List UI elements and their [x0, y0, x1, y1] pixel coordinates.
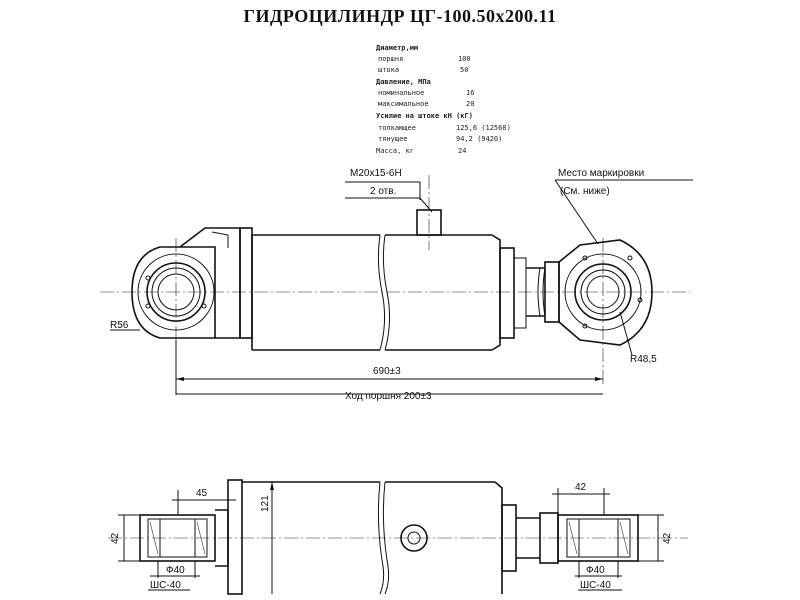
spec-piston-label: поршня	[378, 55, 404, 63]
marking-leader-arrow	[554, 179, 599, 245]
spec-force-heading: Усилие на штоке кН (кГ)	[376, 112, 473, 120]
spec-max-value: 20	[466, 100, 475, 108]
right-bearing-section	[557, 514, 639, 562]
left-cap-flange	[227, 479, 243, 595]
spec-pull-label: тянущее	[378, 135, 408, 143]
bottom-port	[400, 524, 428, 552]
drawing-title: ГИДРОЦИЛИНДР ЦГ-100.50х200.11	[243, 6, 557, 26]
marking-place-label: Место маркировки	[558, 168, 644, 179]
hydraulic-port	[416, 175, 442, 250]
left-clevis-eye	[131, 227, 241, 360]
r485-leader	[619, 311, 633, 356]
spec-max-label: максимальное	[378, 100, 429, 108]
right-rod-eye	[558, 238, 653, 385]
dim-42-right	[638, 514, 664, 562]
spec-nominal-label: номинальное	[378, 89, 425, 97]
dim-45-label: 45	[196, 488, 208, 499]
spec-pull-value: 94,2 (9420)	[456, 135, 503, 143]
dim-45	[172, 480, 236, 515]
spec-rod-label: штока	[378, 66, 400, 74]
thread-label: M20х15-6H	[350, 168, 402, 179]
dim-121-label: 121	[260, 495, 271, 512]
spec-mass-value: 24	[458, 147, 467, 155]
cylinder-barrel	[251, 234, 492, 351]
bottom-gland-nut	[501, 504, 517, 572]
spec-push-value: 125,6 (12560)	[456, 124, 511, 132]
shs-left-label: ШС-40	[150, 580, 181, 591]
spec-mass-label: Масса, кг	[376, 147, 414, 155]
stroke-label: Ход поршня 200±3	[345, 391, 432, 402]
spec-diameter-heading: Диаметр,мм	[376, 44, 419, 52]
shs-right-label: ШС-40	[580, 580, 611, 591]
dim-42-right-label: 42	[662, 532, 673, 544]
holes-label: 2 отв.	[370, 186, 396, 197]
bottom-barrel	[242, 481, 495, 595]
right-gland	[491, 234, 527, 351]
marking-note-label: (См. ниже)	[560, 186, 610, 197]
spec-rod-value: 50	[460, 66, 469, 74]
spec-piston-value: 100	[458, 55, 471, 63]
spec-nominal-value: 16	[466, 89, 475, 97]
length-dimension	[175, 340, 603, 395]
phi40-right-label: Ф40	[586, 565, 605, 576]
r-left-label: R56	[110, 320, 129, 331]
thread-leader	[345, 181, 433, 213]
r-right-label: R48,5	[630, 354, 657, 365]
dim-121	[270, 482, 274, 594]
dim-42-left-label: 42	[110, 532, 121, 544]
dim-42-top	[552, 488, 610, 515]
length-label: 690±3	[373, 366, 401, 377]
dim-42-left	[118, 514, 140, 562]
left-end-cap	[239, 227, 253, 339]
spec-pressure-heading: Давление, МПа	[376, 78, 431, 86]
dim-42-top-label: 42	[575, 482, 587, 493]
phi40-left-label: Ф40	[166, 565, 185, 576]
spec-push-label: толкающее	[378, 124, 416, 132]
